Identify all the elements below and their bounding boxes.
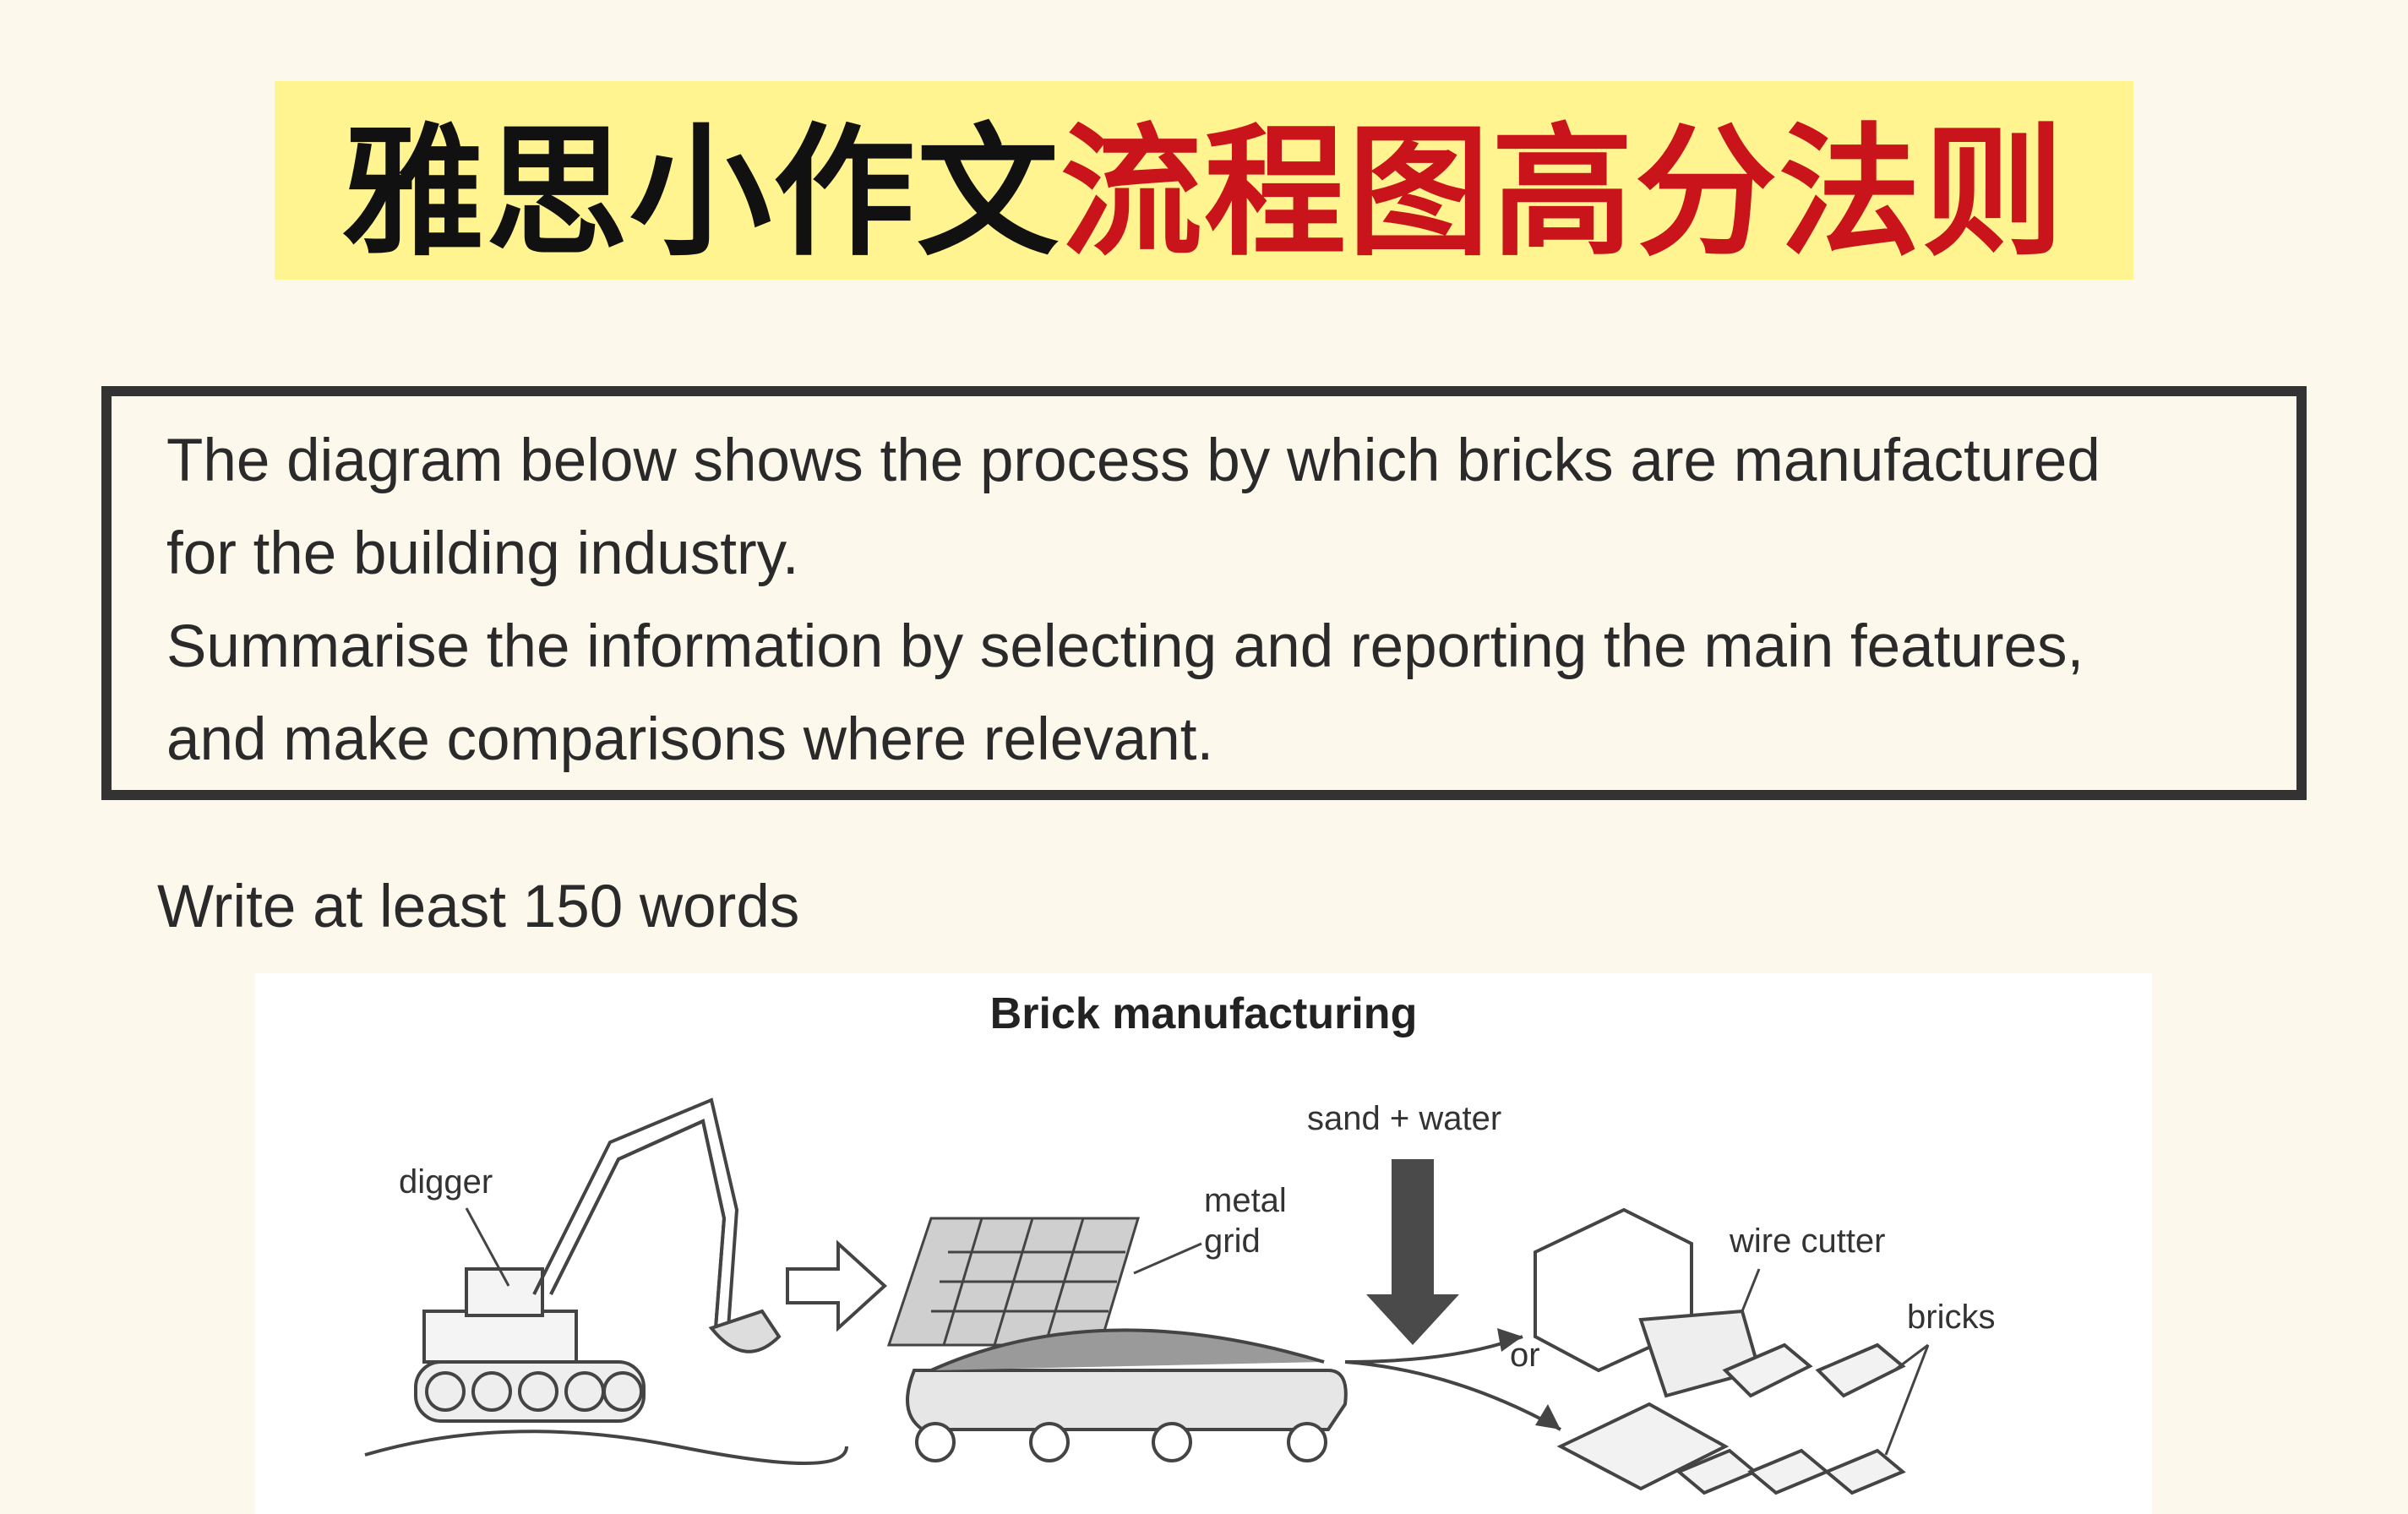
metal-grid-illustration xyxy=(886,1217,1141,1347)
label-digger: digger xyxy=(399,1163,493,1201)
prompt-line-2: for the building industry. xyxy=(166,520,799,587)
metal-grid-pointer xyxy=(1133,1242,1202,1275)
label-or: or xyxy=(1510,1337,1540,1374)
sand-water-arrow-icon xyxy=(1366,1159,1459,1345)
page-title: 雅思小作文流程图高分法则 xyxy=(275,81,2133,280)
prompt-line-3: Summarise the information by selecting a… xyxy=(166,613,2084,680)
title-black-part: 雅思小作文 xyxy=(342,110,1060,275)
process-arrow-icon xyxy=(786,1239,887,1332)
diagram-title: Brick manufacturing xyxy=(989,989,1418,1038)
bricks-pointer-1 xyxy=(1893,1343,1929,1372)
prompt-line-4: and make comparisons where relevant. xyxy=(166,706,1214,773)
diagram-illustration: digger metal grid sand + water or xyxy=(364,1097,1995,1495)
label-wire-cutter: wire cutter xyxy=(1729,1223,1886,1260)
label-metal-grid-line2: grid xyxy=(1204,1223,1261,1260)
label-bricks: bricks xyxy=(1907,1299,1995,1336)
wire-cutter-illustration xyxy=(1534,1207,1762,1398)
process-diagram: Brick manufacturing digger xyxy=(255,973,2152,1514)
task-prompt-box: The diagram below shows the process by w… xyxy=(101,386,2307,800)
bricks-pointer-2 xyxy=(1884,1344,1930,1456)
prompt-line-1: The diagram below shows the process by w… xyxy=(166,428,2100,494)
bricks-illustration xyxy=(1556,1342,1906,1495)
digger-illustration xyxy=(364,1097,848,1465)
title-red-part: 流程图高分法则 xyxy=(1060,110,2066,275)
split-arrow-lower-icon xyxy=(1344,1360,1561,1431)
word-count-instruction: Write at least 150 words xyxy=(157,874,800,940)
split-arrow-upper-icon xyxy=(1344,1335,1523,1364)
label-metal-grid-line1: metal xyxy=(1204,1182,1287,1219)
label-sand-water: sand + water xyxy=(1307,1100,1501,1137)
wire-cutter-pointer xyxy=(1741,1268,1761,1312)
digger-pointer xyxy=(465,1207,510,1287)
roller-conveyor-illustration xyxy=(906,1328,1348,1462)
